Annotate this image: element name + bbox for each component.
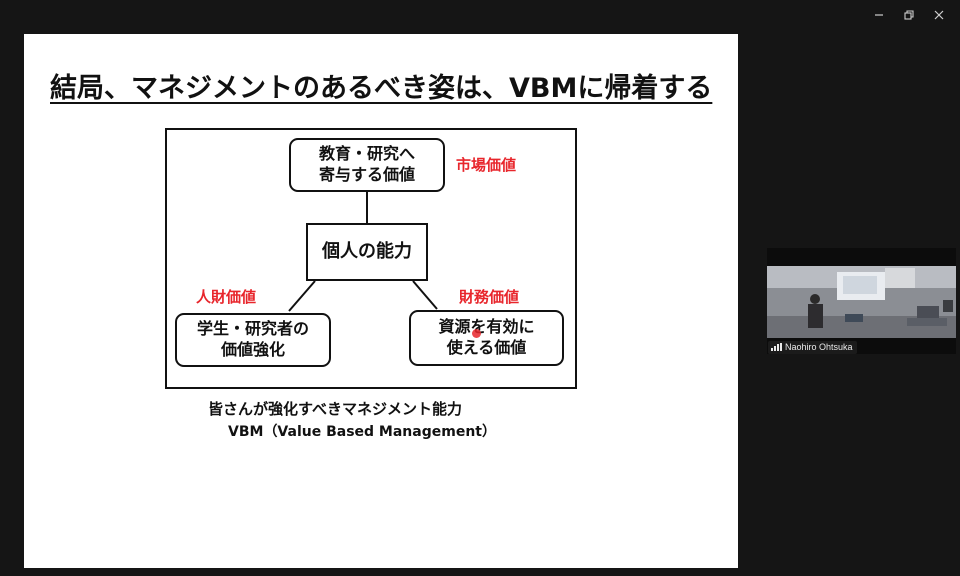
slide-title: 結局、マネジメントのあるべき姿は、VBMに帰着する (50, 73, 713, 104)
diagram-frame (165, 128, 577, 389)
participant-name-tag: Naohiro Ohtsuka (768, 341, 857, 354)
window-controls (864, 6, 954, 24)
diagram-connectors (288, 192, 438, 312)
label-human-value: 人財価値 (196, 288, 257, 306)
restore-icon (904, 10, 914, 20)
participant-video (767, 266, 956, 338)
slide-caption: 皆さんが強化すべきマネジメント能力 (208, 400, 462, 418)
video-feed-image (767, 266, 956, 338)
node-right-text: 資源を有効に 使える価値 (438, 317, 535, 357)
shared-slide: 結局、マネジメントのあるべき姿は、VBMに帰着する 教育・研究へ 寄与する価値 … (24, 34, 738, 568)
node-top-text: 教育・研究へ 寄与する価値 (318, 144, 415, 184)
slide-caption-vbm: VBM（Value Based Management） (228, 424, 496, 440)
node-education-research-value: 教育・研究へ 寄与する価値 (289, 138, 445, 192)
minimize-icon (875, 14, 883, 16)
minimize-button[interactable] (864, 6, 894, 24)
connector-left (288, 280, 316, 312)
close-button[interactable] (924, 6, 954, 24)
node-student-researcher-value: 学生・研究者の 価値強化 (175, 313, 331, 367)
restore-button[interactable] (894, 6, 924, 24)
laser-pointer-icon (472, 329, 481, 338)
label-finance-value: 財務価値 (459, 288, 520, 306)
participant-name: Naohiro Ohtsuka (785, 342, 853, 352)
node-left-text: 学生・研究者の 価値強化 (196, 319, 309, 359)
signal-bars-icon (771, 343, 782, 351)
participant-video-tile[interactable]: Naohiro Ohtsuka (767, 248, 956, 354)
node-resource-value: 資源を有効に 使える価値 (409, 310, 564, 366)
label-market-value: 市場価値 (456, 156, 517, 174)
connector-right (412, 280, 438, 310)
node-center-text: 個人の能力 (322, 241, 412, 263)
node-individual-ability: 個人の能力 (306, 223, 428, 281)
close-icon (934, 10, 944, 20)
